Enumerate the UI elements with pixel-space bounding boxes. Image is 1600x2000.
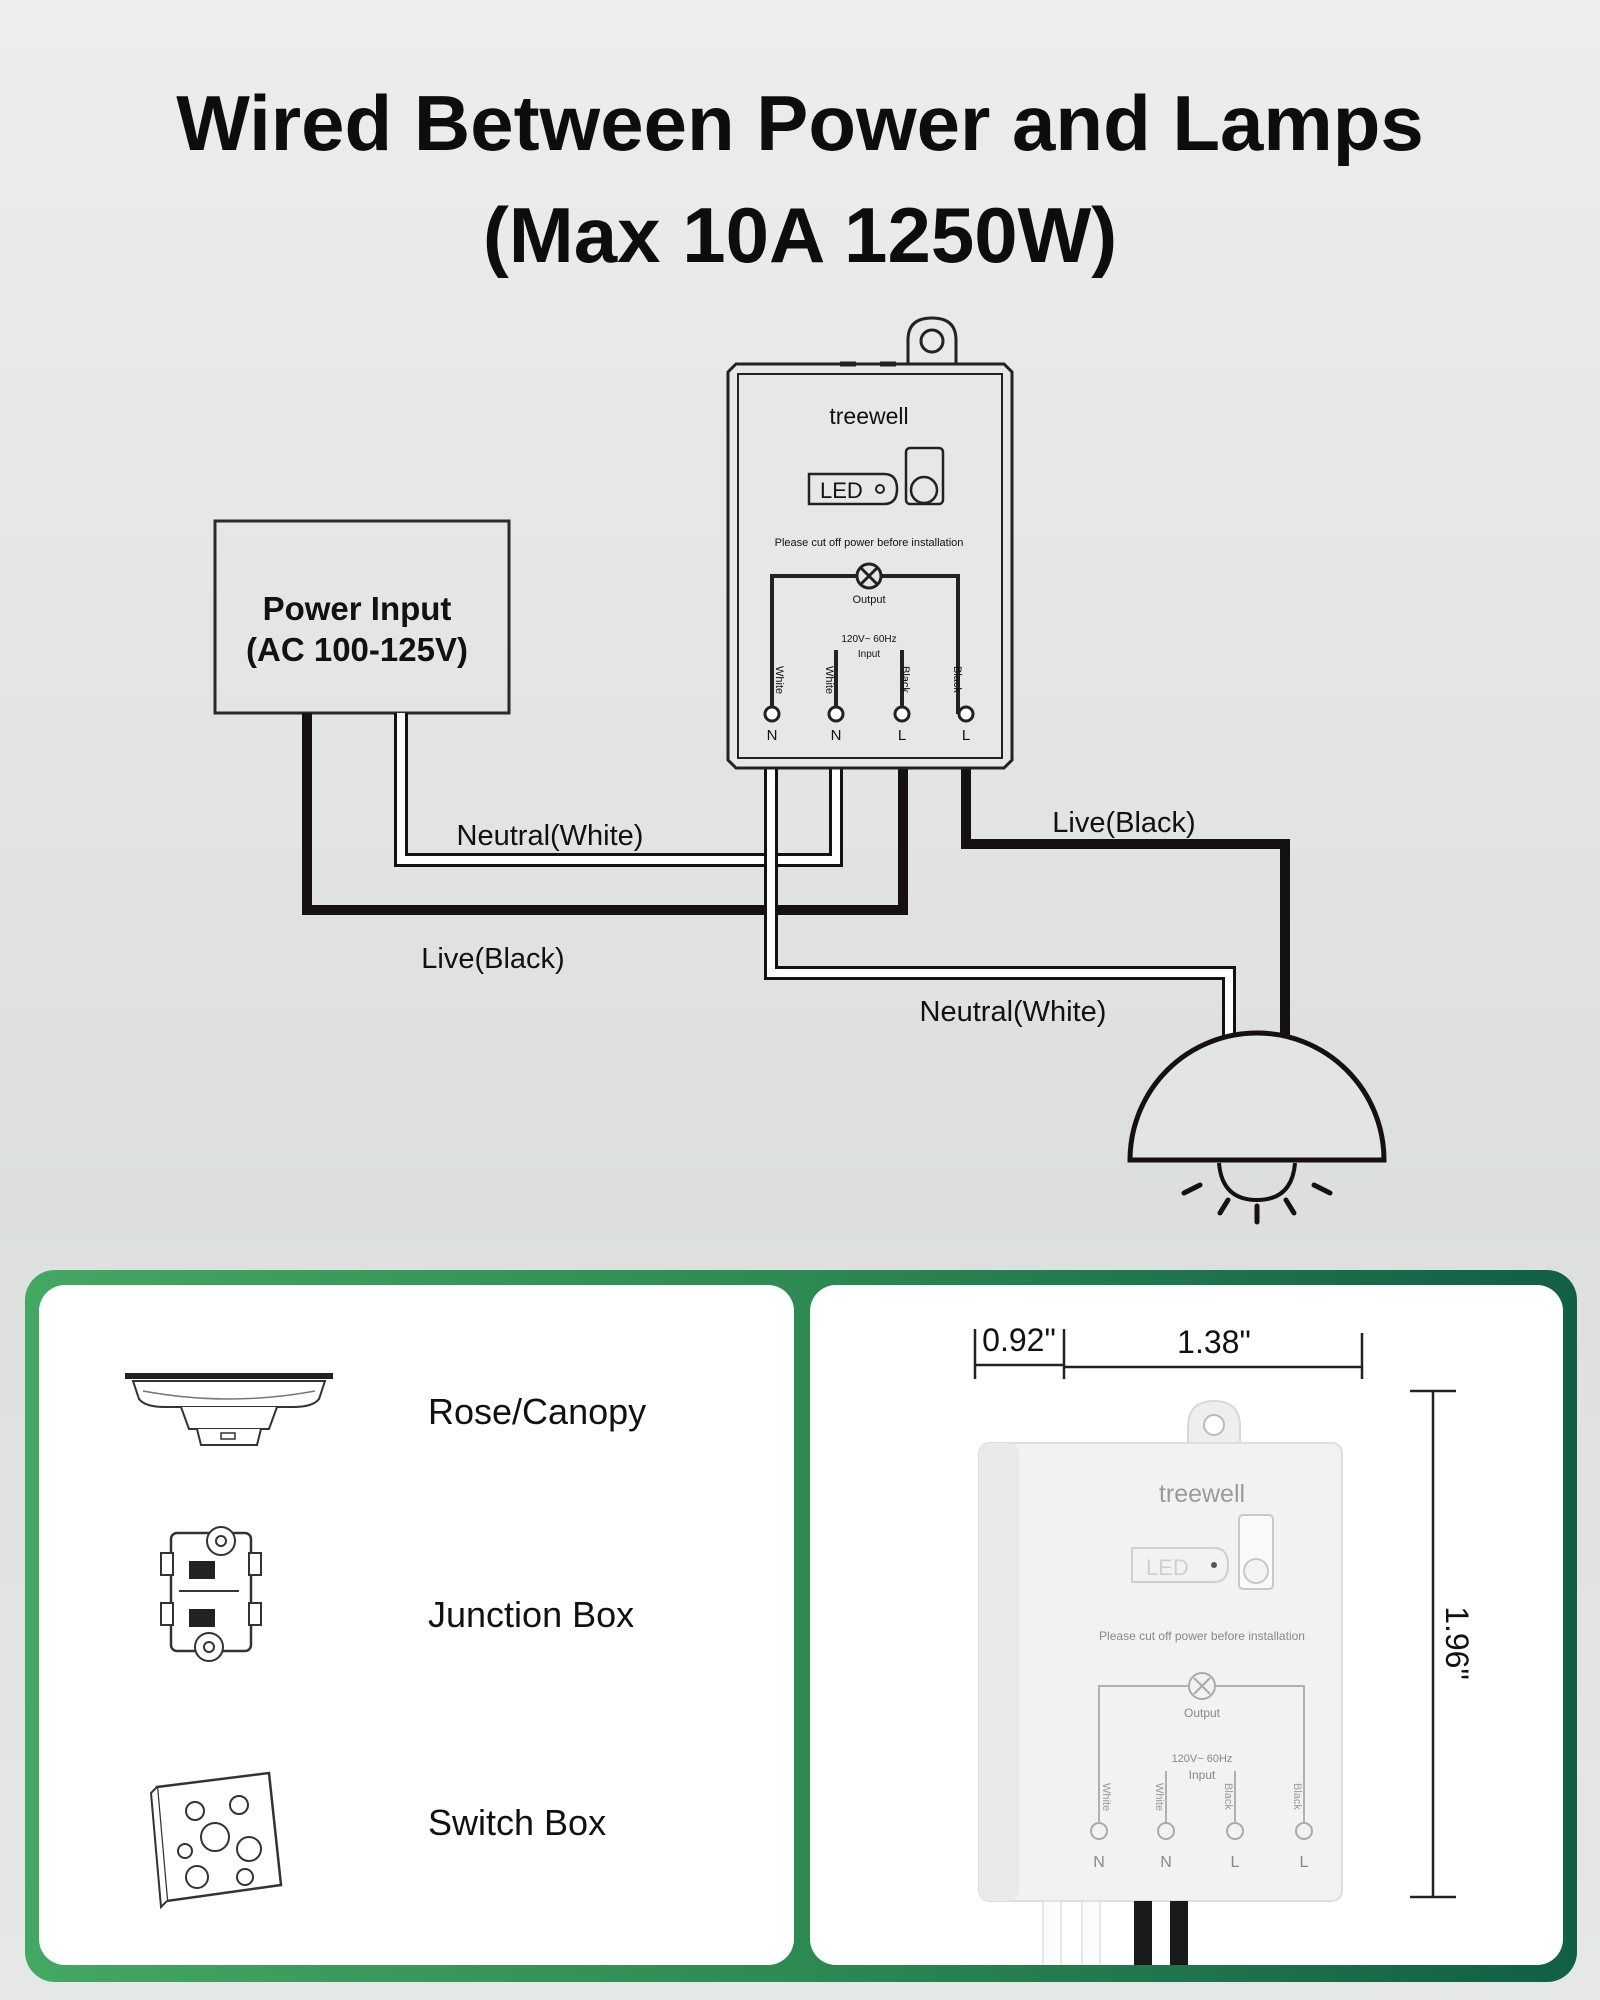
- power-input-box: Power Input (AC 100-125V): [213, 519, 511, 715]
- terminal-l-2: L: [962, 727, 970, 744]
- canopy-icon: [125, 1373, 333, 1446]
- render-brand: treewell: [1159, 1480, 1245, 1508]
- depth-dimension: 0.92": [973, 1322, 1066, 1379]
- render-wire-label-1: White: [1100, 1783, 1112, 1811]
- label-neutral-input: Neutral(White): [457, 820, 644, 852]
- dimension-width-label: 1.38": [1177, 1324, 1251, 1360]
- label-live-input: Live(Black): [421, 943, 564, 975]
- render-terminal-4: L: [1300, 1854, 1309, 1871]
- render-terminal-3: L: [1231, 1854, 1240, 1871]
- device-front-diagram: treewell LED Please cut off power before…: [726, 316, 1014, 770]
- mount-label-canopy: Rose/Canopy: [428, 1391, 647, 1432]
- lamp-icon: [1127, 1030, 1387, 1225]
- render-input-label: Input: [1189, 1768, 1216, 1782]
- dimension-depth-label: 0.92": [982, 1322, 1056, 1358]
- title-line-1: Wired Between Power and Lamps: [176, 79, 1424, 167]
- device-led-label: LED: [820, 478, 863, 503]
- junction-box-icon: [160, 1526, 262, 1662]
- height-dimension: 1.96": [1410, 1389, 1475, 1899]
- mounting-options-panel: Rose/Canopy Junction Box: [39, 1285, 794, 1965]
- terminal-n-2: N: [831, 727, 842, 744]
- terminal-l-1: L: [898, 727, 906, 744]
- device-warning: Please cut off power before installation: [775, 537, 964, 549]
- dimension-drawing: 0.92" 1.38" 1.96" treewell: [973, 1322, 1475, 1965]
- live-wire-input: [302, 713, 908, 915]
- render-wire-label-4: Black: [1291, 1783, 1303, 1810]
- device-brand: treewell: [829, 403, 908, 429]
- mount-label-junction-box: Junction Box: [428, 1594, 635, 1635]
- mounting-and-dimensions-panel: Rose/Canopy Junction Box: [25, 1270, 1577, 1982]
- terminal-n-1: N: [767, 727, 778, 744]
- render-wire-white-1: [1042, 1900, 1062, 1965]
- render-wire-white-2: [1081, 1900, 1101, 1965]
- device-input-label: Input: [858, 649, 880, 660]
- label-neutral-output: Neutral(White): [920, 996, 1107, 1028]
- render-terminal-2: N: [1160, 1854, 1172, 1871]
- terminal-wire-label-3: Black: [899, 666, 911, 693]
- render-wire-label-2: White: [1153, 1783, 1165, 1811]
- width-dimension: 1.38": [1064, 1324, 1364, 1379]
- render-wire-black-1: [1134, 1901, 1152, 1965]
- render-wire-black-2: [1170, 1901, 1188, 1965]
- render-terminal-1: N: [1093, 1854, 1105, 1871]
- dimension-height-label: 1.96": [1439, 1606, 1475, 1680]
- render-output-label: Output: [1184, 1706, 1221, 1720]
- terminal-wire-label-1: White: [773, 666, 785, 694]
- device-input-spec: 120V~ 60Hz: [841, 634, 896, 645]
- dimensions-panel: 0.92" 1.38" 1.96" treewell: [810, 1285, 1563, 1965]
- wires: [302, 713, 1290, 1040]
- device-render: treewell LED Please cut off power before…: [978, 1399, 1343, 1965]
- neutral-wire-input: [397, 713, 840, 864]
- mount-label-switch-box: Switch Box: [428, 1802, 607, 1843]
- title-line-2: (Max 10A 1250W): [482, 191, 1118, 279]
- render-warning: Please cut off power before installation: [1099, 1629, 1305, 1643]
- wiring-diagram: Power Input (AC 100-125V) Neutral(White)…: [213, 316, 1387, 1225]
- device-output-label: Output: [852, 594, 885, 606]
- switch-box-icon: [149, 1771, 283, 1910]
- render-wire-label-3: Black: [1222, 1783, 1234, 1810]
- power-input-label: Power Input: [263, 590, 452, 627]
- render-input-spec: 120V~ 60Hz: [1172, 1753, 1233, 1765]
- label-live-output: Live(Black): [1052, 807, 1195, 839]
- live-wire-output: [961, 765, 1290, 1040]
- power-input-voltage: (AC 100-125V): [246, 631, 468, 668]
- terminal-wire-label-2: White: [823, 666, 835, 694]
- render-led-label: LED: [1146, 1555, 1189, 1580]
- neutral-wire-output: [767, 765, 1233, 1040]
- terminal-wire-label-4: Black: [951, 666, 963, 693]
